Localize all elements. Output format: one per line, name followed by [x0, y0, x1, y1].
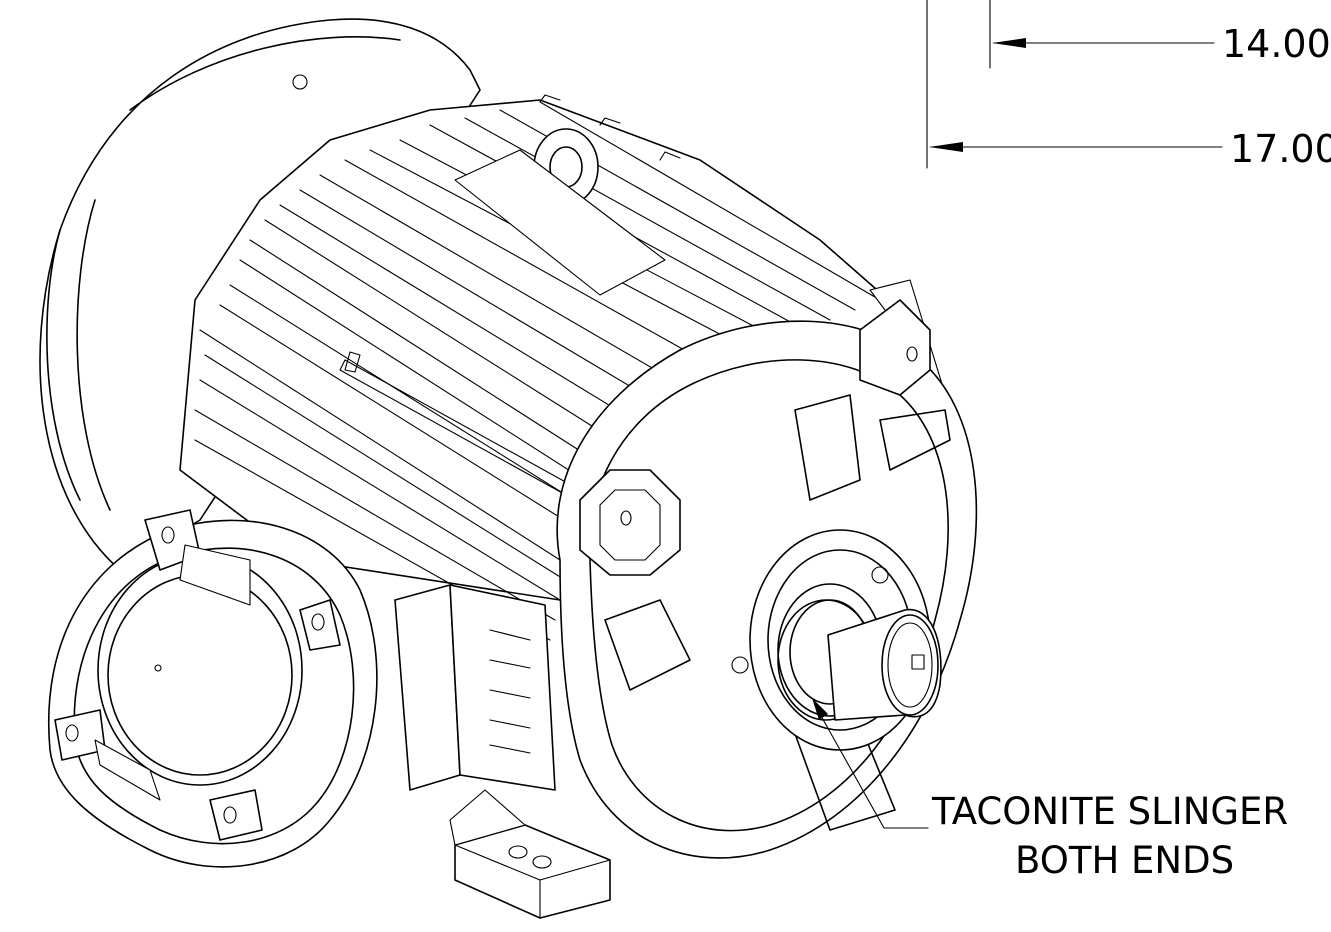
dimension-17: 17.00	[926, 0, 1331, 171]
front-endshield	[556, 299, 978, 859]
slinger-callout: TACONITE SLINGER BOTH ENDS	[812, 698, 1288, 882]
shaft	[827, 608, 942, 721]
conduit-box	[394, 584, 556, 791]
top-pad	[454, 149, 666, 296]
callout-line-2: BOTH ENDS	[1015, 839, 1234, 882]
dimension-14-label: 14.00	[1222, 22, 1331, 66]
fan-cover	[48, 509, 378, 868]
mounting-foot	[449, 789, 611, 919]
motor-icon	[39, 18, 978, 919]
callout-line-1: TACONITE SLINGER	[931, 790, 1288, 833]
dimension-14: 14.00	[989, 0, 1331, 69]
dimension-17-label: 17.00	[1230, 127, 1331, 171]
